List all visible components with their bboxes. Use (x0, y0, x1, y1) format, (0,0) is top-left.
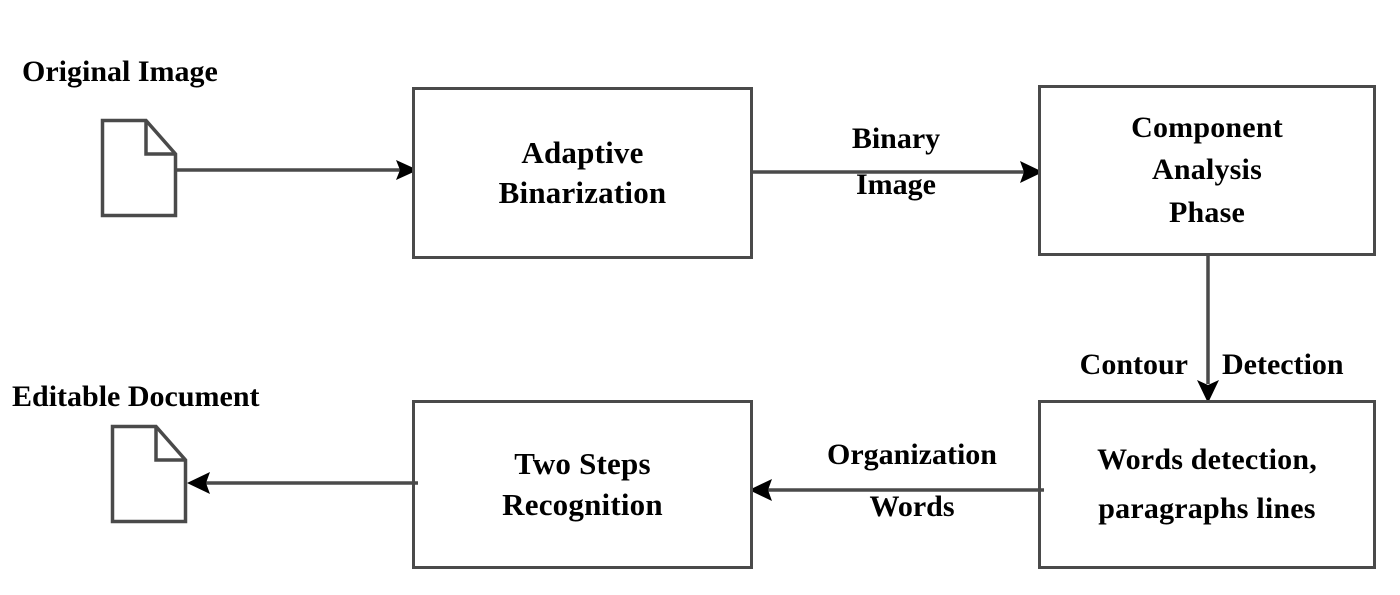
words-detection-label: Words detection, paragraphs lines (1097, 442, 1317, 525)
editable-document-icon (110, 424, 188, 524)
original-image-label: Original Image (22, 55, 218, 88)
edge-label-organization: Organization (827, 438, 997, 471)
edge-label-image: Image (856, 168, 936, 201)
edge-label-words: Words (869, 490, 955, 523)
two-steps-recognition-label: Two Steps Recognition (502, 446, 663, 522)
process-box-component-analysis-phase[interactable]: Component Analysis Phase (1038, 85, 1376, 256)
arrow-two-steps-recognition-to-editable-document (186, 463, 418, 503)
original-document-icon (100, 118, 178, 218)
component-analysis-label: Component Analysis Phase (1131, 110, 1283, 229)
editable-document-label: Editable Document (12, 380, 260, 413)
edge-label-detection: Detection (1222, 348, 1344, 381)
arrow-component-analysis-to-words-detection (1188, 254, 1228, 404)
arrow-words-detection-to-two-steps-recognition (748, 470, 1044, 510)
adaptive-binarization-label: Adaptive Binarization (498, 134, 667, 210)
edge-label-contour: Contour (1079, 348, 1188, 381)
arrow-adaptive-binarization-to-component-analysis (750, 152, 1045, 192)
process-box-two-steps-recognition[interactable]: Two Steps Recognition (412, 400, 753, 569)
process-box-adaptive-binarization[interactable]: Adaptive Binarization (412, 87, 753, 259)
edge-label-binary: Binary (851, 122, 941, 155)
process-box-words-detection[interactable]: Words detection, paragraphs lines (1038, 400, 1376, 569)
arrow-original-image-to-adaptive-binarization (174, 150, 419, 190)
